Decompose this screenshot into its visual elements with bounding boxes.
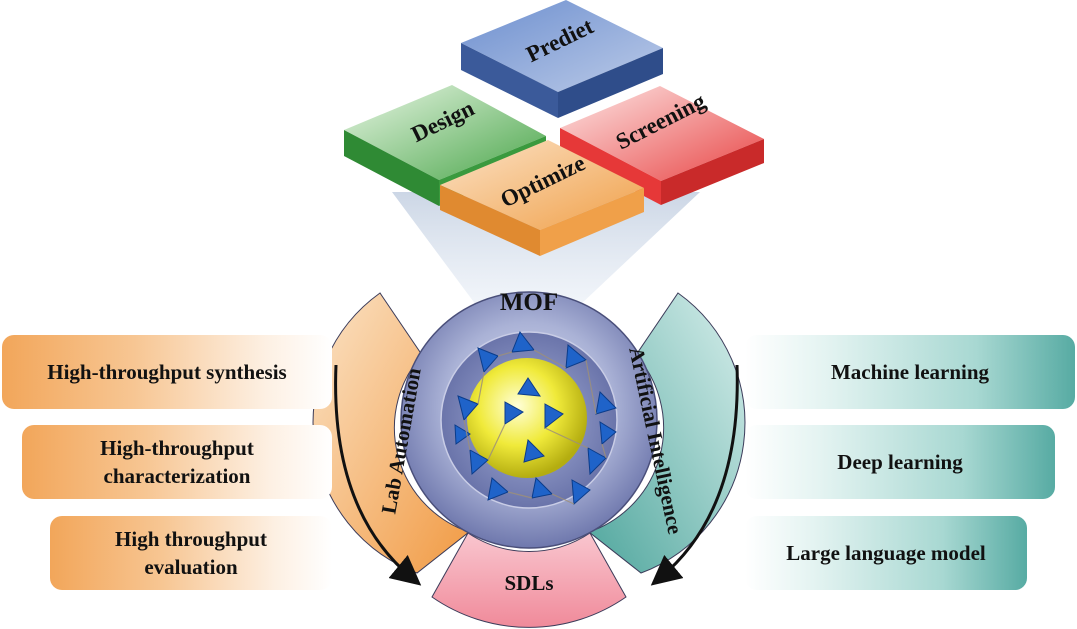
box-deep-learning: Deep learning: [745, 425, 1055, 499]
tile-predict: Prediet: [461, 0, 663, 118]
box-high-throughput-synthesis: High-throughput synthesis: [2, 335, 332, 409]
sdls-arc: [431, 532, 627, 628]
box-label: High throughput evaluation: [115, 526, 267, 579]
mof-structure-illustration: [454, 331, 617, 506]
mof-label: MOF: [500, 289, 558, 316]
tile-optimize: Optimize: [440, 140, 644, 256]
sdls-label: SDLs: [504, 571, 553, 595]
box-large-language-model: Large language model: [745, 516, 1027, 590]
box-label: Deep learning: [837, 449, 963, 474]
box-label: High-throughput characterization: [100, 435, 254, 488]
box-high-throughput-characterization: High-throughput characterization: [22, 425, 332, 499]
box-machine-learning: Machine learning: [745, 335, 1075, 409]
box-high-throughput-evaluation: High throughput evaluation: [50, 516, 332, 590]
box-label: Large language model: [786, 540, 986, 565]
box-label: High-throughput synthesis: [47, 359, 287, 384]
left-curved-arrow: [334, 364, 422, 586]
right-curved-arrow: [650, 364, 739, 586]
box-label: Machine learning: [830, 359, 990, 384]
